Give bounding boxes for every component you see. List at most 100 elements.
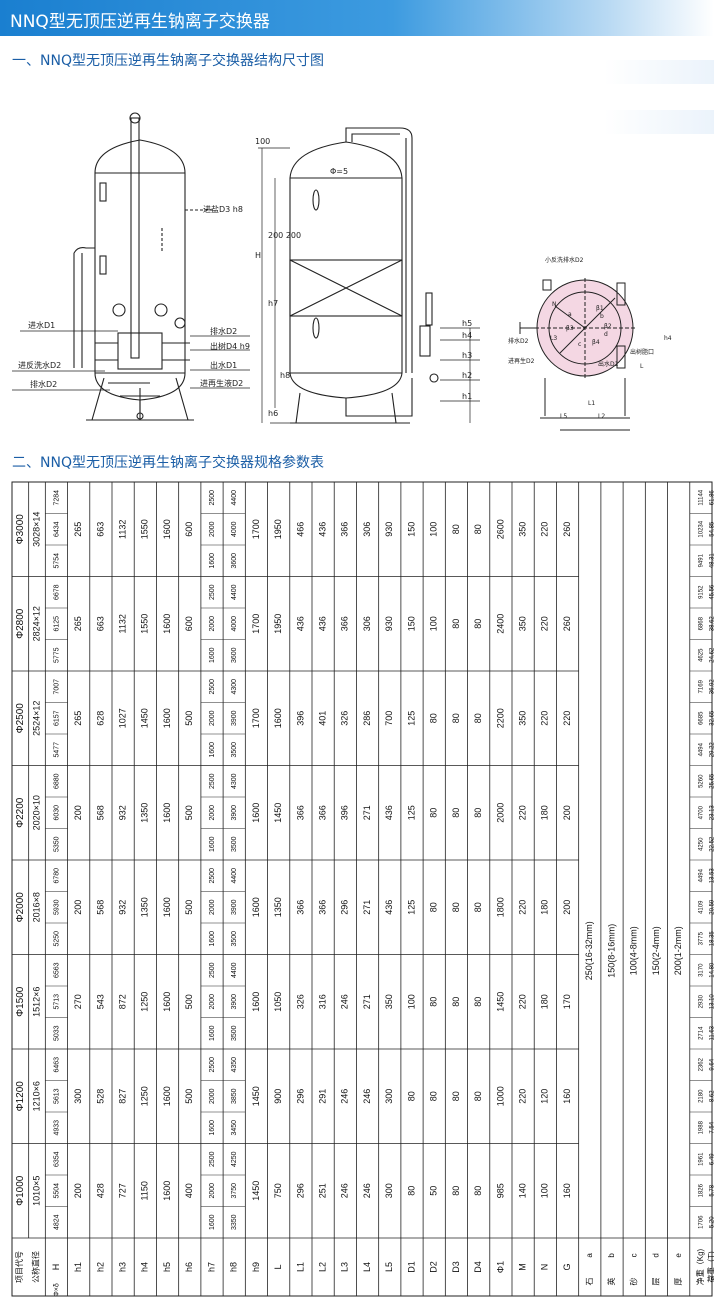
load-cell: 6.49 <box>710 1153 714 1165</box>
table-cell: 1600 <box>209 931 216 947</box>
table-cell: 1950 <box>273 614 283 634</box>
label-dim100: 100 <box>255 137 270 146</box>
table-cell: 246 <box>340 1089 350 1104</box>
table-cell: 2000 <box>209 899 216 915</box>
load-cell: 61.86 <box>710 490 714 506</box>
table-cell: 140 <box>517 1183 527 1198</box>
table-cell: 1600 <box>162 992 172 1012</box>
table-cell: 4933 <box>53 1120 60 1136</box>
table-cell: 1050 <box>273 992 283 1012</box>
quartz-group-char: 层 <box>652 1278 661 1286</box>
load-cell: 23.13 <box>710 805 714 821</box>
table-cell: 80 <box>473 524 483 534</box>
model-spec: 2016×8 <box>31 892 41 922</box>
table-cell: 220 <box>517 994 527 1009</box>
table-cell: 6463 <box>53 1057 60 1073</box>
quartz-value: 100(4-8mm) <box>629 926 639 975</box>
table-cell: 6678 <box>53 584 60 600</box>
table-cell: 3500 <box>231 1025 238 1041</box>
table-cell: 286 <box>362 711 372 726</box>
table-cell: 568 <box>95 900 105 915</box>
table-cell: 436 <box>384 805 394 820</box>
table-cell: 220 <box>517 900 527 915</box>
table-cell: 663 <box>95 522 105 537</box>
model-spec: 1210×6 <box>31 1081 41 1111</box>
table-cell: 436 <box>317 616 327 631</box>
row-label: H <box>51 1264 61 1271</box>
table-cell: 5504 <box>53 1183 60 1199</box>
table-cell: 3750 <box>231 1183 238 1199</box>
table-cell: 3600 <box>231 553 238 569</box>
row-label: L <box>273 1264 283 1269</box>
label-drain: 排水D2 <box>30 379 57 389</box>
plan-label-resin: 出树脂口 <box>630 348 654 356</box>
table-cell: 3900 <box>231 994 238 1010</box>
table-cell: 1600 <box>209 647 216 663</box>
label-h3: h3 <box>462 351 472 360</box>
row-label: D4 <box>473 1261 483 1273</box>
table-cell: 200 <box>73 805 83 820</box>
table-cell: 6157 <box>53 710 60 726</box>
quartz-value: 150(8-16mm) <box>606 924 616 978</box>
row-label: h2 <box>95 1262 105 1272</box>
table-cell: 1350 <box>140 803 150 823</box>
load-cell: 32.65 <box>710 710 714 726</box>
table-cell: 251 <box>317 1183 327 1198</box>
plan-label-outlet: 出水D1 <box>598 360 619 368</box>
table-cell: 271 <box>362 900 372 915</box>
table-cell: 306 <box>362 616 372 631</box>
load-cell: 22.52 <box>710 836 714 852</box>
table-cell: 80 <box>473 997 483 1007</box>
plan-label-L5: L5 <box>560 413 567 420</box>
quartz-label: e <box>674 1253 683 1258</box>
table-cell: 80 <box>473 808 483 818</box>
net-weight-cell: 1826 <box>698 1183 704 1197</box>
net-weight-cell: 9491 <box>698 553 704 567</box>
table-cell: 220 <box>540 616 550 631</box>
model-name: Φ2000 <box>15 892 26 923</box>
table-cell: 1600 <box>251 803 261 823</box>
table-cell: 80 <box>473 902 483 912</box>
load-cell: 45.56 <box>710 584 714 600</box>
quartz-label: b <box>607 1253 616 1258</box>
load-cell: 5.20 <box>710 1216 714 1228</box>
table-cell: 260 <box>562 522 572 537</box>
table-cell: 1132 <box>117 614 127 633</box>
table-cell: 5775 <box>53 647 60 663</box>
table-cell: 80 <box>473 713 483 723</box>
table-cell: 932 <box>117 900 127 915</box>
table-cell: 80 <box>451 713 461 723</box>
table-cell: 4300 <box>231 773 238 789</box>
table-cell: 260 <box>562 616 572 631</box>
plan-view-labels: 小反洗排水D2 排水D2 进再生D2 出水D1 出树脂口 a b c d N h… <box>508 256 672 420</box>
table-cell: 1600 <box>209 742 216 758</box>
table-cell: 366 <box>340 522 350 537</box>
row-label: D1 <box>406 1261 416 1273</box>
net-weight-cell: 9152 <box>698 585 704 599</box>
table-cell: 200 <box>73 1183 83 1198</box>
table-cell: 2000 <box>209 710 216 726</box>
label-h7: h7 <box>268 299 278 308</box>
load-cell: 48.31 <box>710 553 714 569</box>
net-weight-cell: 6868 <box>698 616 704 630</box>
table-cell: 700 <box>384 711 394 726</box>
left-elevation-view <box>73 112 215 421</box>
table-cell: 80 <box>451 619 461 629</box>
net-weight-cell: 3775 <box>698 931 704 945</box>
plan-label-L: L <box>640 363 644 370</box>
table-cell: 125 <box>406 805 416 820</box>
table-cell: 2500 <box>209 679 216 695</box>
plan-label-h4: h4 <box>664 335 672 342</box>
table-cell: 180 <box>540 900 550 915</box>
row-label: L3 <box>340 1262 350 1272</box>
table-cell: 80 <box>429 713 439 723</box>
quartz-value: 150(2-4mm) <box>651 926 661 975</box>
table-cell: 1450 <box>140 708 150 728</box>
table-cell: 4250 <box>231 1151 238 1167</box>
table-cell: 1600 <box>251 992 261 1012</box>
table-cell: 436 <box>384 900 394 915</box>
table-cell: 1450 <box>251 1086 261 1106</box>
table-cell: 3500 <box>231 931 238 947</box>
plan-label-L1: L1 <box>588 400 595 407</box>
